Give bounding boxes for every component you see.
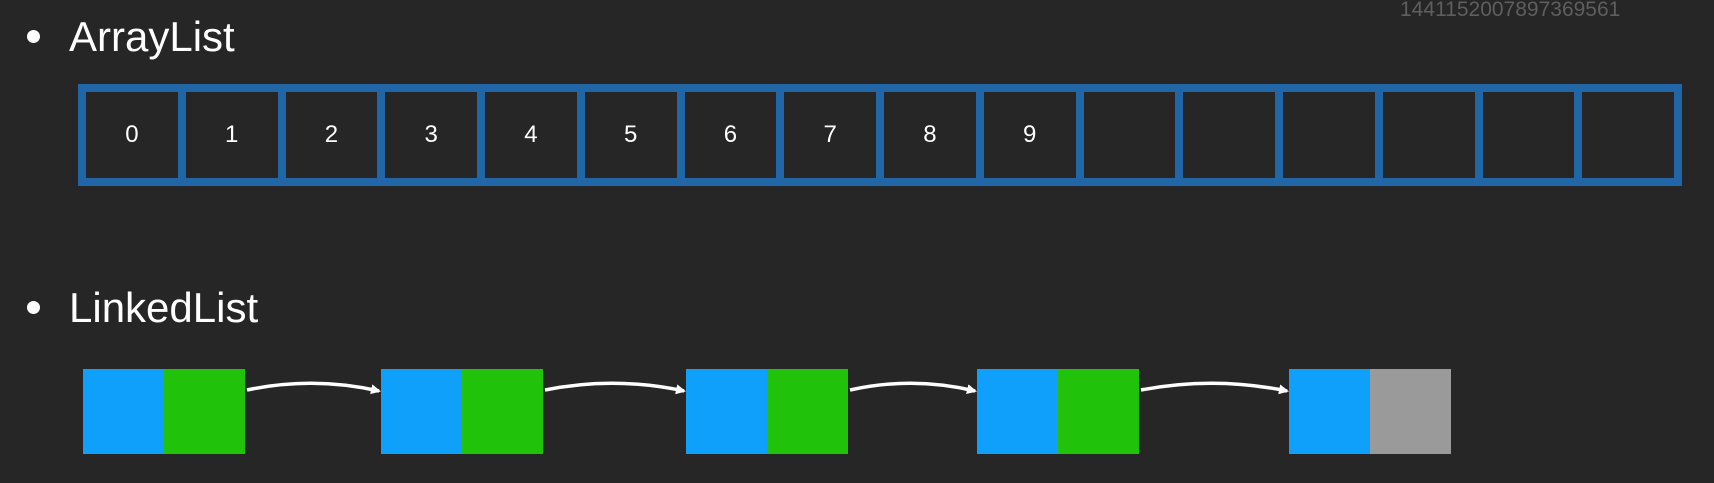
watermark-id: 1441152007897369561	[1400, 0, 1621, 21]
array-cell: 8	[884, 92, 976, 178]
node-data-field	[977, 369, 1058, 454]
array-cell	[1482, 92, 1575, 178]
array-cell: 4	[485, 92, 577, 178]
array-cell: 3	[385, 92, 477, 178]
bullet-linkedlist	[27, 301, 40, 314]
node-next-pointer	[767, 369, 848, 454]
array-cell	[1283, 92, 1375, 178]
array-cell	[1083, 92, 1176, 178]
node-next-pointer	[462, 369, 543, 454]
bullet-arraylist	[27, 30, 40, 43]
next-arrow	[246, 381, 381, 395]
heading-arraylist: ArrayList	[69, 13, 235, 60]
node-next-pointer	[1058, 369, 1139, 454]
next-arrow	[1140, 381, 1289, 395]
array-cell	[1183, 92, 1275, 178]
next-arrow	[849, 381, 977, 394]
array-cell: 5	[584, 92, 677, 178]
node-data-field	[381, 369, 462, 454]
node-data-field	[83, 369, 164, 454]
node-data-field	[686, 369, 767, 454]
node-next-pointer	[164, 369, 245, 454]
array-cell	[1582, 92, 1674, 178]
array-cell	[1382, 92, 1475, 178]
array-cell: 6	[684, 92, 777, 178]
array-cell: 9	[983, 92, 1076, 178]
node-null-pointer	[1370, 369, 1451, 454]
next-arrow	[544, 381, 686, 395]
array-cell: 0	[86, 92, 178, 178]
node-data-field	[1289, 369, 1370, 454]
array-cell: 2	[285, 92, 378, 178]
array-cell: 1	[185, 92, 278, 178]
array-cell: 7	[784, 92, 876, 178]
heading-linkedlist: LinkedList	[69, 284, 259, 331]
